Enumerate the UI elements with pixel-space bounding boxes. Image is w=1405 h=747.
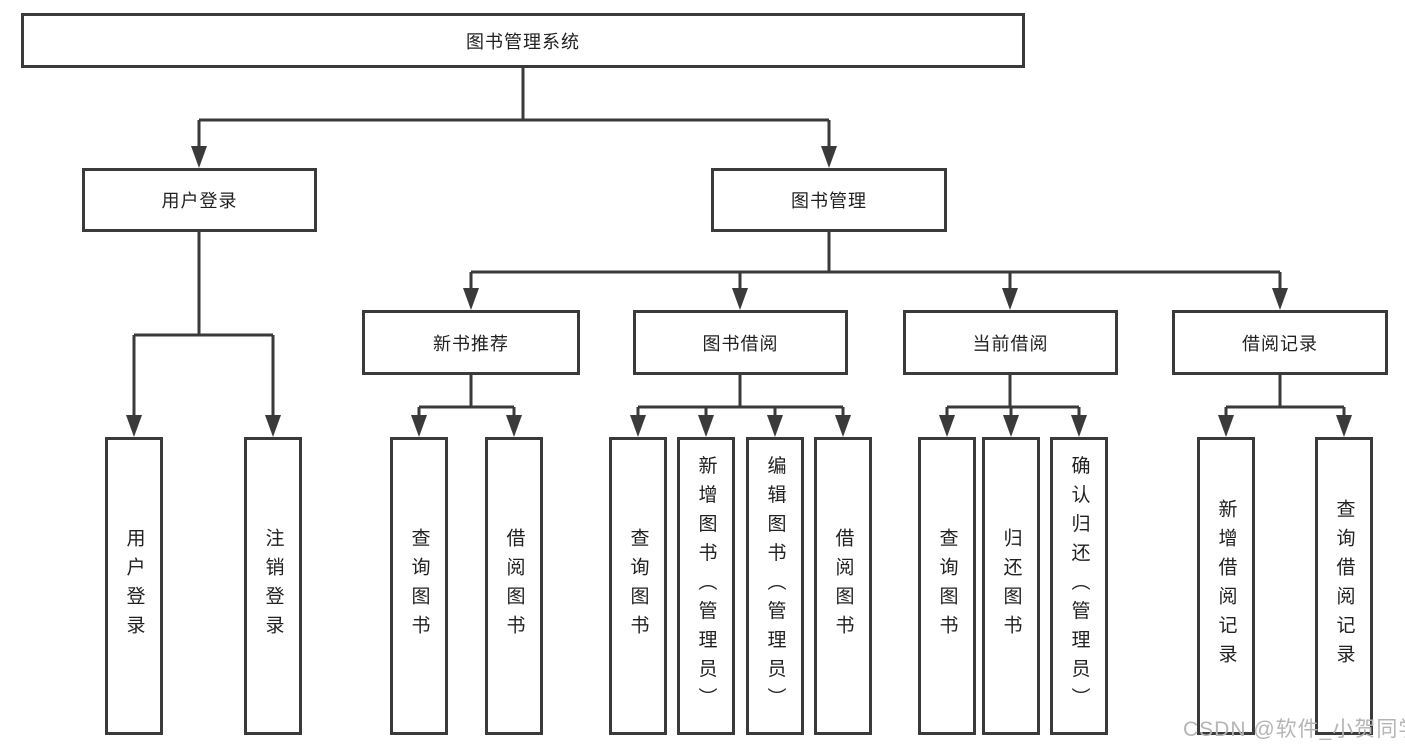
node-current-borrowing: 当前借阅 [903, 310, 1118, 375]
leaf-label: 查询图书 [627, 528, 649, 644]
node-label: 图书管理系统 [466, 31, 580, 52]
leaf-label: 借阅图书 [503, 528, 525, 644]
leaf-label: 新增借阅记录 [1215, 499, 1237, 673]
leaf-confirm-return-admin: 确认归还（管理员） [1050, 437, 1108, 735]
leaf-add-books-admin: 新增图书（管理员） [677, 437, 735, 735]
node-label: 新书推荐 [433, 333, 509, 354]
node-label: 借阅记录 [1242, 333, 1318, 354]
leaf-query-books: 查询图书 [918, 437, 976, 735]
leaf-return-books: 归还图书 [982, 437, 1040, 735]
leaf-label: 归还图书 [1000, 528, 1022, 644]
leaf-label: 借阅图书 [832, 528, 854, 644]
leaf-label: 用户登录 [123, 528, 145, 644]
csdn-watermark: CSDN @软件_小贺同学 [1183, 718, 1405, 741]
node-label: 当前借阅 [972, 333, 1049, 354]
leaf-query-books: 查询图书 [609, 437, 667, 735]
leaf-user-login: 用户登录 [105, 437, 163, 735]
node-user-login: 用户登录 [82, 168, 317, 232]
node-label: 用户登录 [161, 191, 238, 211]
leaf-logout: 注销登录 [244, 437, 302, 735]
leaf-label: 查询借阅记录 [1333, 499, 1355, 673]
leaf-label: 新增图书（管理员） [695, 455, 717, 717]
leaf-borrow-books: 借阅图书 [485, 437, 543, 735]
node-label: 图书借阅 [702, 333, 779, 354]
leaf-label: 注销登录 [262, 528, 284, 644]
node-borrowing-records: 借阅记录 [1172, 310, 1388, 375]
leaf-query-borrow-record: 查询借阅记录 [1315, 437, 1373, 735]
node-book-borrowing: 图书借阅 [633, 310, 848, 375]
leaf-edit-books-admin: 编辑图书（管理员） [746, 437, 804, 735]
leaf-borrow-books: 借阅图书 [814, 437, 872, 735]
leaf-add-borrow-record: 新增借阅记录 [1197, 437, 1255, 735]
leaf-label: 查询图书 [408, 528, 430, 644]
leaf-query-books: 查询图书 [390, 437, 448, 735]
node-library-management-system: 图书管理系统 [21, 13, 1025, 68]
leaf-label: 查询图书 [936, 528, 958, 644]
node-new-book-recommendation: 新书推荐 [362, 310, 580, 375]
leaf-label: 编辑图书（管理员） [764, 455, 786, 717]
leaf-label: 确认归还（管理员） [1068, 455, 1090, 717]
node-label: 图书管理 [791, 191, 867, 211]
node-book-management: 图书管理 [711, 168, 947, 232]
